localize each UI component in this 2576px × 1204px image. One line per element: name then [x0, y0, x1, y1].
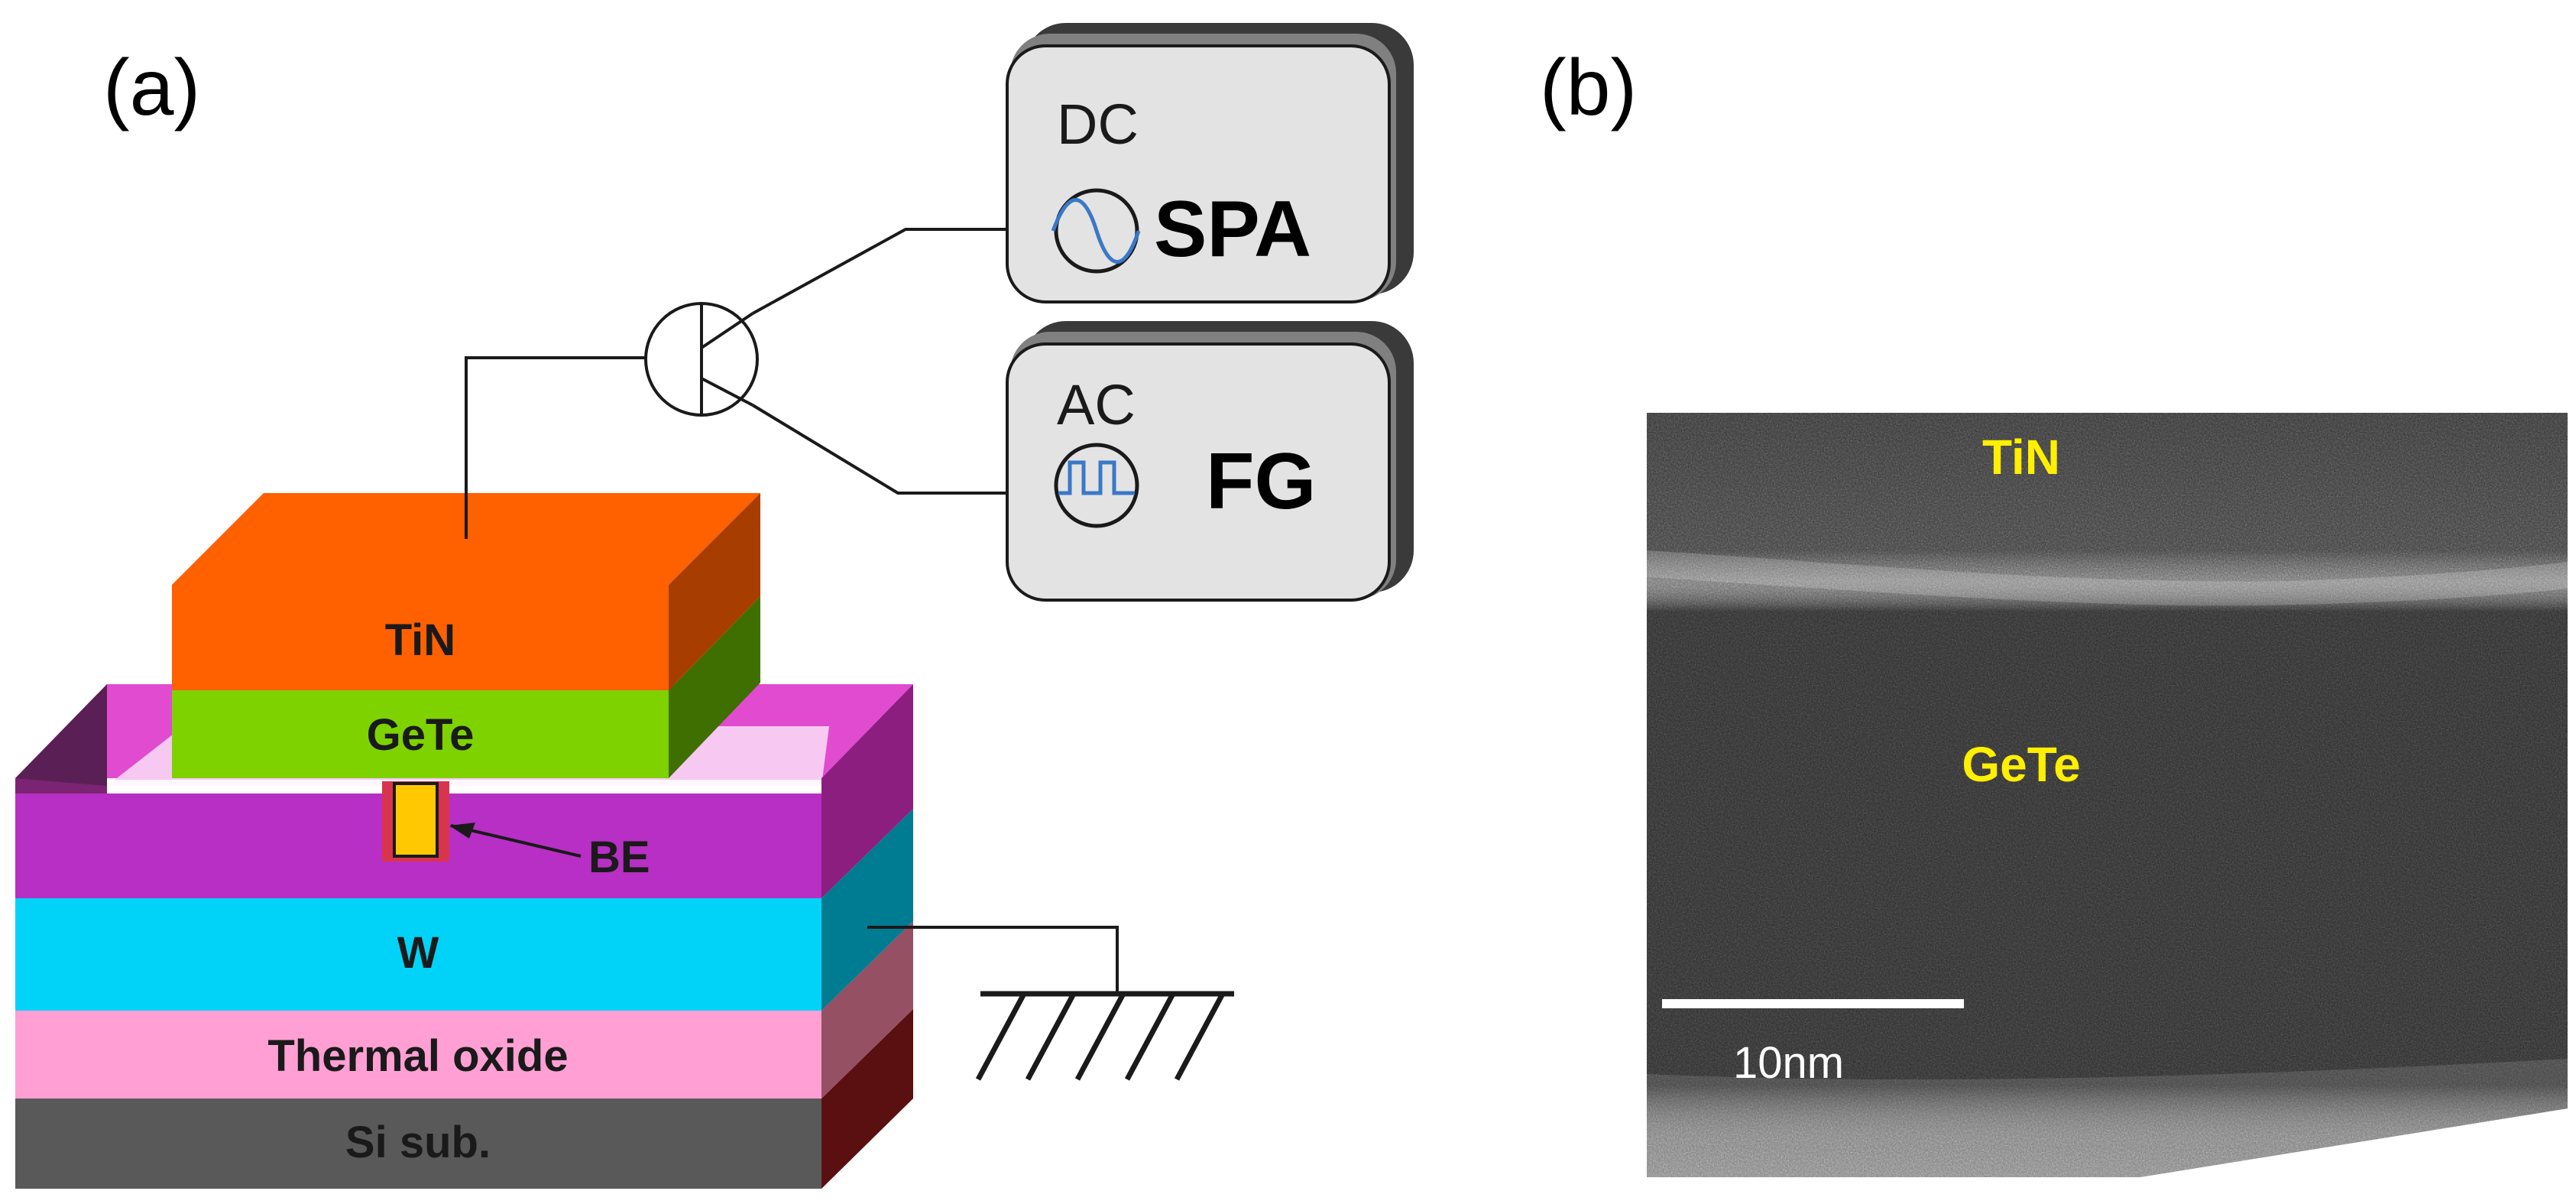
be-arrowhead — [449, 823, 475, 839]
spa-sub-label: DC — [1057, 92, 1139, 156]
fg-wire — [751, 404, 1058, 495]
bottom-electrode: BE — [382, 781, 650, 882]
tem-image — [1647, 413, 2568, 1177]
thermal-oxide-layer: Thermal oxide — [15, 921, 913, 1099]
spa-name: SPA — [1154, 185, 1311, 274]
ground-wire — [867, 926, 1119, 994]
panel-b: (b) TiN GeTe 10nm — [1540, 44, 2568, 1177]
tem-tin-label: TiN — [1982, 430, 2060, 485]
panel-b-label: (b) — [1540, 44, 1637, 132]
spa-wire — [752, 228, 1024, 315]
be-label: BE — [588, 832, 650, 882]
gete-label: GeTe — [367, 710, 475, 760]
si-sub-label: Si sub. — [345, 1118, 491, 1167]
fg-instrument: AC FG — [1006, 321, 1414, 602]
fg-sub-label: AC — [1057, 373, 1136, 436]
panel-a-label: (a) — [103, 44, 200, 132]
gete-layer: GeTe — [172, 596, 760, 778]
w-label: W — [397, 928, 439, 978]
fg-name: FG — [1206, 437, 1316, 526]
scale-bar: 10nm — [1662, 999, 1964, 1088]
ground-icon — [975, 991, 1234, 1081]
spa-instrument: DC SPA — [1006, 23, 1414, 303]
switch-symbol — [644, 302, 759, 417]
be-pointer-line — [450, 824, 582, 858]
thermal-oxide-label: Thermal oxide — [267, 1031, 568, 1081]
panel-a: (a) Si sub. Thermal oxide W — [15, 23, 1414, 1189]
pulse-wave-icon — [1058, 460, 1135, 495]
fg-source-circle — [1054, 443, 1139, 528]
sine-wave-icon — [1051, 198, 1141, 264]
scale-bar-label: 10nm — [1733, 1038, 1844, 1088]
top-electrode-wire — [465, 356, 646, 539]
tem-gete-label: GeTe — [1962, 737, 2080, 792]
si-substrate-layer: Si sub. — [15, 1009, 913, 1189]
w-layer: W — [15, 809, 913, 1011]
tin-label: TiN — [385, 615, 455, 665]
